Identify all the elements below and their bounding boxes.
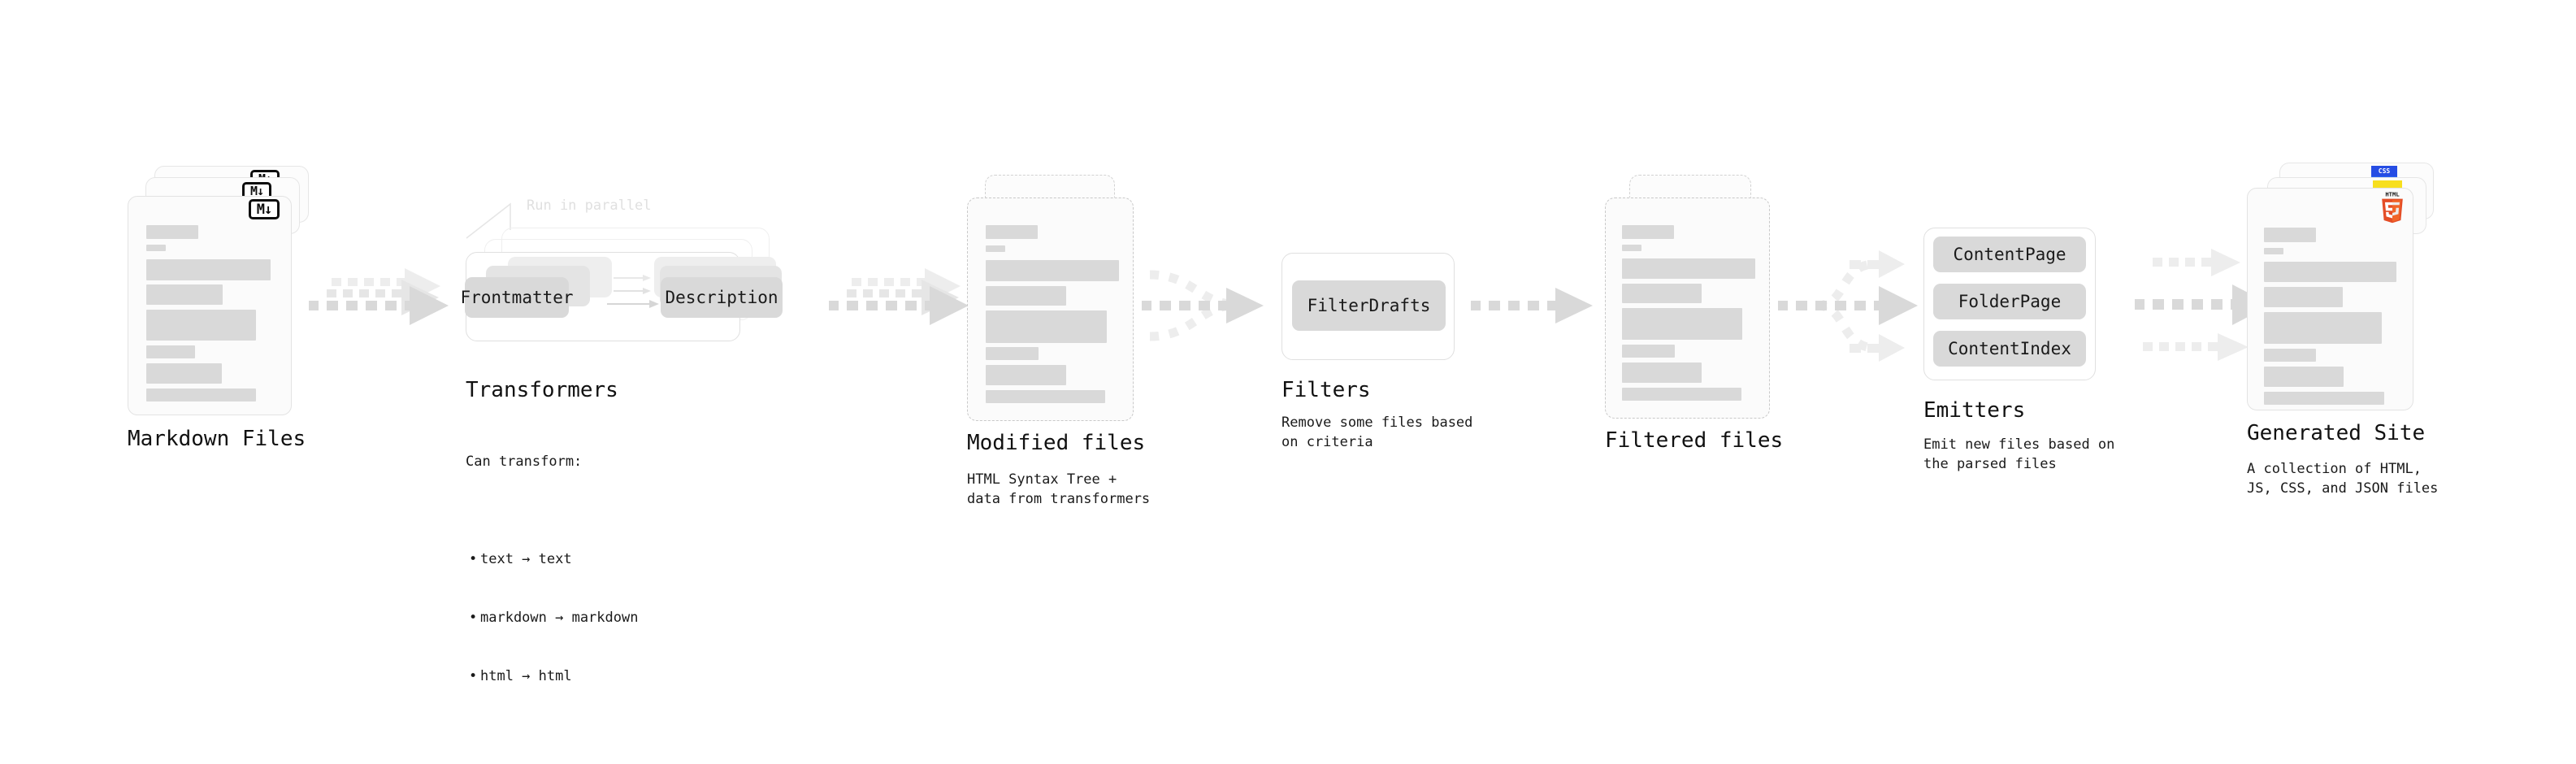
stage-subtitle-filters: Remove some files based on criteria <box>1281 415 1473 450</box>
modified-card-front <box>967 198 1134 421</box>
doc-bar <box>146 245 166 251</box>
doc-bar <box>146 310 256 341</box>
doc-bar <box>146 259 271 280</box>
css-badge: CSS <box>2371 166 2397 176</box>
stage-title-transformers: Transformers <box>466 378 618 402</box>
doc-bar <box>146 363 222 384</box>
doc-bar <box>2264 287 2343 307</box>
doc-bar <box>2264 262 2396 282</box>
chip-label: ContentIndex <box>1948 339 2071 358</box>
list-item: text → text <box>466 549 638 569</box>
doc-bar <box>986 286 1066 306</box>
arrow-markdown-to-transformers <box>309 268 449 325</box>
filter-chip-filterdrafts[interactable]: FilterDrafts <box>1292 280 1446 331</box>
stage-title-modified-files: Modified files <box>967 431 1146 455</box>
doc-bar <box>986 260 1119 281</box>
doc-bar <box>986 310 1107 343</box>
transformer-internal-arrows <box>607 275 659 308</box>
stage-title-markdown-files: Markdown Files <box>128 427 306 451</box>
doc-bar <box>1622 345 1675 358</box>
transformers-subtitle-lead: Can transform: <box>466 454 583 470</box>
stage-subtitle-transformers: Can transform: text → text markdown → ma… <box>466 413 638 764</box>
doc-bar <box>2264 248 2283 254</box>
stage-title-generated-site: Generated Site <box>2247 421 2426 445</box>
doc-bar <box>146 284 223 305</box>
transformer-chip-frontmatter[interactable]: Frontmatter <box>460 277 574 318</box>
list-item: html → html <box>466 666 638 686</box>
arrow-transformers-to-modified <box>829 268 969 325</box>
doc-bar <box>986 225 1038 239</box>
emitter-chip-contentindex[interactable]: ContentIndex <box>1933 331 2086 367</box>
css-badge-label: CSS <box>2378 167 2391 175</box>
pipeline-diagram: M↓ M↓ M↓ Markdown Files <box>0 0 2576 681</box>
stage-title-emitters: Emitters <box>1923 398 2026 423</box>
chip-label: FolderPage <box>1958 292 2062 311</box>
doc-bar <box>1622 388 1741 401</box>
chip-label: Description <box>665 288 778 307</box>
emitter-chip-folderpage[interactable]: FolderPage <box>1933 284 2086 319</box>
doc-bar <box>146 389 256 402</box>
stage-title-filters: Filters <box>1281 378 1371 402</box>
run-in-parallel-label: Run in parallel <box>527 198 652 214</box>
stage-title-filtered-files: Filtered files <box>1605 428 1784 453</box>
doc-bar <box>986 245 1005 252</box>
arrow-emitters-to-site <box>2135 249 2271 361</box>
markdown-icon: M↓ <box>249 199 280 219</box>
svg-text:HTML: HTML <box>2385 190 2400 198</box>
doc-bar <box>2264 228 2316 242</box>
markdown-icon-back-1: M↓ <box>242 182 271 200</box>
emitter-chip-contentpage[interactable]: ContentPage <box>1933 237 2086 272</box>
doc-bar <box>146 225 198 239</box>
doc-bar <box>986 347 1039 360</box>
stage-subtitle-modified-files: HTML Syntax Tree + data from transformer… <box>967 471 1151 507</box>
doc-bar <box>2264 349 2316 362</box>
chip-label: ContentPage <box>1953 245 2066 264</box>
filtered-card-front <box>1605 198 1770 419</box>
chip-label: FilterDrafts <box>1307 296 1431 315</box>
arrow-modified-to-filters <box>1142 270 1264 341</box>
doc-bar <box>1622 245 1641 251</box>
transformer-chip-description[interactable]: Description <box>661 277 783 318</box>
markdown-card-front <box>128 196 292 415</box>
transformers-bullet-list: text → text markdown → markdown html → h… <box>466 510 638 725</box>
list-item: markdown → markdown <box>466 608 638 627</box>
run-in-parallel-bracket <box>466 202 511 239</box>
doc-bar <box>2264 367 2344 387</box>
html5-icon: HTML <box>2382 190 2403 224</box>
site-card-front <box>2247 188 2413 410</box>
stage-subtitle-emitters: Emit new files based on the parsed files <box>1923 436 2115 472</box>
doc-bar <box>146 345 195 358</box>
doc-bar <box>1622 225 1674 239</box>
doc-bar <box>1622 308 1742 340</box>
doc-bar <box>1622 362 1702 383</box>
doc-bar <box>2264 392 2384 405</box>
doc-bar <box>1622 284 1702 303</box>
doc-bar <box>986 390 1105 403</box>
stage-subtitle-generated-site: A collection of HTML, JS, CSS, and JSON … <box>2247 461 2439 497</box>
arrow-filtered-to-emitters <box>1778 250 1918 362</box>
chip-label: Frontmatter <box>460 288 574 307</box>
arrow-filters-to-filtered <box>1471 288 1593 323</box>
doc-bar <box>1622 258 1755 279</box>
doc-bar <box>2264 312 2382 344</box>
doc-bar <box>986 365 1066 385</box>
